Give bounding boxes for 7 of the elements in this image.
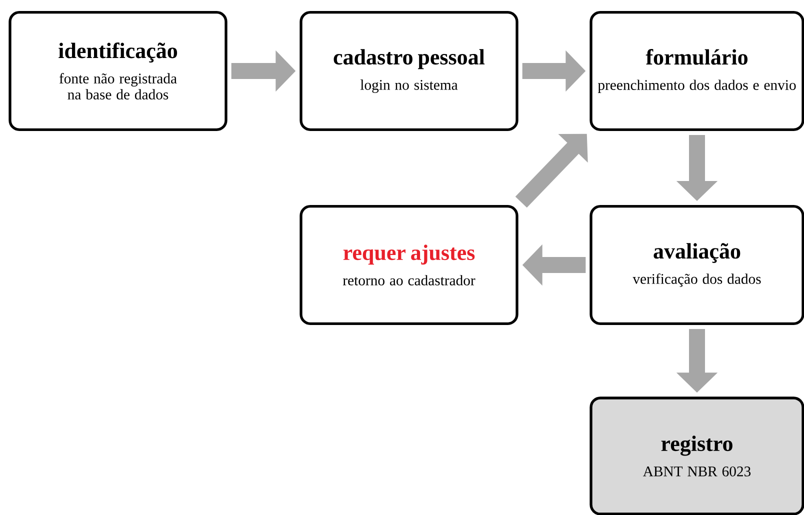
block-arrow [515,134,588,208]
process-box: avaliação verificação dos dados [590,205,804,325]
process-box: registro ABNT NBR 6023 [590,396,804,515]
process-box: cadastro pessoal login no sistema [300,11,518,131]
process-box: identificação fonte não registrada na base de dados [8,11,228,131]
process-box: formulário preenchimento dos dados e envio [590,11,804,131]
process-box: requer ajustes retorno ao cadastrador [300,205,518,325]
